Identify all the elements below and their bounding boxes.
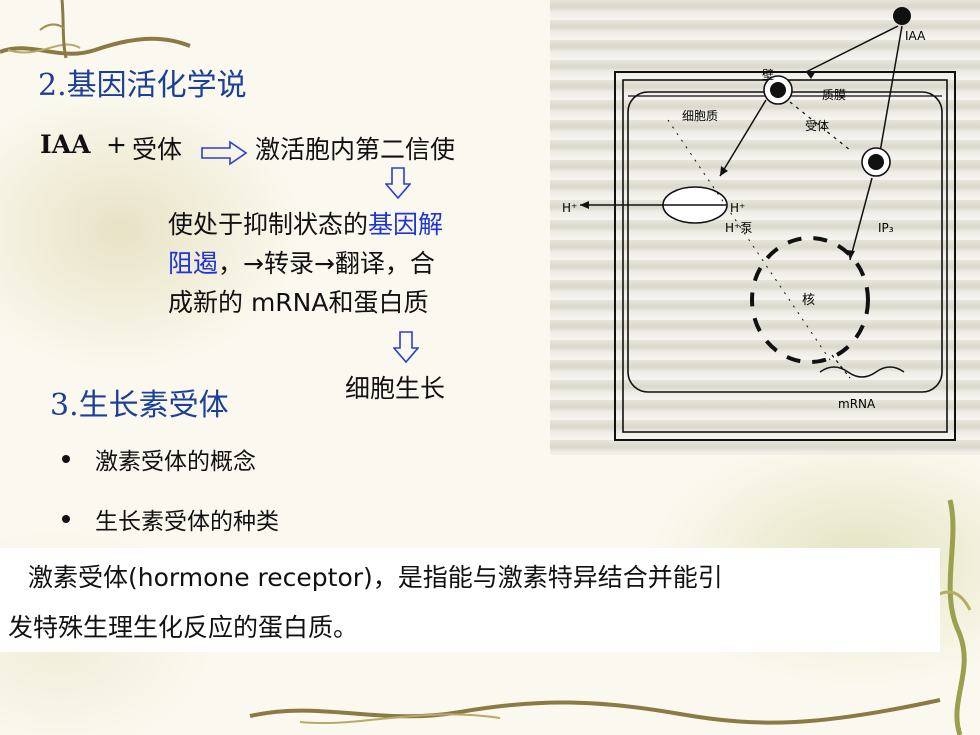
plus-sign: +	[106, 130, 127, 159]
bullet-item-1: 激素受体的概念	[95, 449, 256, 475]
receptor-label: 受体	[805, 119, 829, 133]
step2-part-e: 成新的 mRNA和蛋白质	[168, 288, 429, 317]
step2-part-c: 阻遏	[168, 249, 219, 278]
definition-line-2: 发特殊生理生化反应的蛋白质。	[8, 613, 359, 642]
cytoplasm-label: 细胞质	[682, 109, 718, 123]
definition-line-1: 激素受体(hormone receptor)，是指能与激素特异结合并能引	[28, 563, 723, 592]
cell-growth-text: 细胞生长	[345, 374, 446, 403]
step2-part-d: ，→转录→翻译，合	[218, 249, 435, 278]
down-hollow-arrow-icon	[385, 167, 411, 200]
background-text-texture	[550, 0, 980, 455]
nucleus-label: 核	[802, 293, 815, 308]
second-messenger-text: 激活胞内第二信使	[255, 135, 456, 164]
iaa-label: IAA	[40, 130, 91, 159]
definition-text: 激素受体(hormone receptor)，是指能与激素特异结合并能引 发特殊…	[8, 553, 938, 653]
h-left-label: H⁺	[562, 201, 577, 215]
heading-auxin-receptor: 3.生长素受体	[50, 388, 229, 423]
gene-derepression-text: 使处于抑制状态的基因解 阻遏，→转录→翻译，合 成新的 mRNA和蛋白质	[168, 205, 538, 322]
step2-part-a: 使处于抑制状态的	[168, 210, 369, 239]
mrna-strand-icon	[819, 366, 905, 378]
receptor-text: 受体	[132, 135, 183, 164]
wall-label: 壁	[762, 67, 774, 82]
step2-part-b: 基因解	[368, 210, 444, 239]
heading-gene-activation: 2.基因活化学说	[38, 68, 247, 103]
cell-signaling-diagram: IAA 壁 质膜 细胞质 受体 H⁺ H⁺ H⁺泵 IP₃ 核 mRNA	[562, 7, 956, 441]
bullet-dot-1	[62, 455, 70, 463]
mrna-label: mRNA	[838, 397, 876, 411]
definition-box	[0, 548, 940, 652]
h-pump-label: H⁺泵	[725, 221, 752, 235]
bullet-item-2: 生长素受体的种类	[95, 509, 279, 535]
membrane-label: 质膜	[822, 88, 846, 102]
bullet-dot-2	[62, 515, 70, 523]
h-right-label: H⁺	[730, 201, 745, 215]
down-hollow-arrow-icon-2	[393, 331, 419, 364]
ip3-label: IP₃	[878, 221, 894, 235]
iaa-molecule-icon	[893, 7, 911, 25]
right-hollow-arrow-icon	[201, 140, 248, 166]
diagram-iaa-label: IAA	[905, 29, 926, 43]
